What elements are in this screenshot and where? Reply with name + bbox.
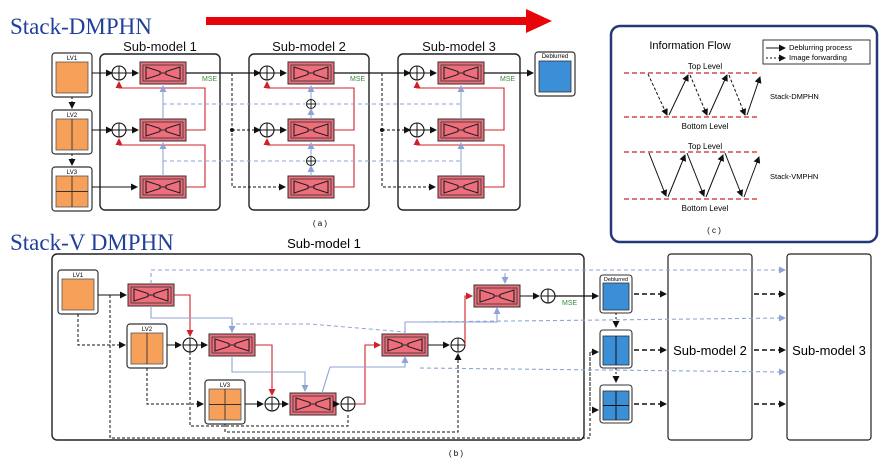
submodel-3-title: Sub-model 3 xyxy=(422,39,496,54)
legend-forwarding: Image forwarding xyxy=(789,53,847,62)
sum-node-icon xyxy=(340,396,356,412)
submodel-2-title: Sub-model 2 xyxy=(272,39,346,54)
caption-b: ( b ) xyxy=(449,449,464,458)
submodel-1-title: Sub-model 1 xyxy=(123,39,197,54)
sum-node-icon xyxy=(306,99,316,109)
mse-label-b: MSE xyxy=(562,300,578,307)
panel-a: Sub-model 1 Sub-model 2 Sub-model 3 LV1 … xyxy=(51,39,576,228)
stack-dmphn-heading: Stack-DMPHN xyxy=(10,14,152,39)
top-level-label-2: Top Level xyxy=(688,142,722,151)
submodel-1-box xyxy=(99,53,221,211)
progression-arrow-icon xyxy=(206,9,552,33)
encoder-decoder-icon xyxy=(139,118,187,142)
bottom-level-label-2: Bottom Level xyxy=(682,204,729,213)
legend-deblurring: Deblurring process xyxy=(789,43,852,52)
caption-c: ( c ) xyxy=(707,226,721,235)
sum-node-icon xyxy=(259,65,275,81)
submodel-2-box xyxy=(248,53,370,211)
submodel-2-label-b: Sub-model 2 xyxy=(673,343,747,358)
input-lv1-label: LV1 xyxy=(67,56,78,62)
sum-node-icon xyxy=(111,65,127,81)
stack-vmphn-label: Stack-VMPHN xyxy=(770,172,818,181)
mse-label: MSE xyxy=(202,76,218,83)
sum-node-icon xyxy=(182,337,198,353)
sum-node-icon xyxy=(540,288,556,304)
encoder-decoder-icon xyxy=(139,61,187,85)
deblurred-output-b2 xyxy=(599,329,633,369)
encoder-decoder-icon xyxy=(381,333,429,357)
submodel-3-label-b: Sub-model 3 xyxy=(792,343,866,358)
input-lv3-label: LV3 xyxy=(67,170,78,176)
sum-node-icon xyxy=(450,337,466,353)
sum-node-icon xyxy=(259,122,275,138)
panel-b: Sub-model 1 Sub-model 2 Sub-model 3 LV1 … xyxy=(51,236,872,458)
info-flow-title: Information Flow xyxy=(649,40,730,52)
encoder-decoder-icon xyxy=(289,392,337,416)
submodel-3-box xyxy=(397,53,521,211)
mse-label: MSE xyxy=(500,76,516,83)
encoder-decoder-icon xyxy=(287,61,335,85)
information-flow-box xyxy=(609,24,879,244)
encoder-decoder-icon xyxy=(287,175,335,199)
encoder-decoder-icon xyxy=(127,283,175,307)
encoder-decoder-icon xyxy=(437,61,485,85)
panel-c: Information Flow Deblurring process Imag… xyxy=(609,24,879,244)
caption-a: ( a ) xyxy=(313,219,328,228)
sum-node-icon xyxy=(306,156,316,166)
encoder-decoder-icon xyxy=(139,175,187,199)
sum-node-icon xyxy=(409,122,425,138)
input-lv2-label: LV2 xyxy=(67,113,78,119)
deblurred-output-b3 xyxy=(599,384,633,424)
encoder-decoder-icon xyxy=(437,118,485,142)
submodel-3-box-b xyxy=(786,253,872,441)
input-lv2-label-b: LV2 xyxy=(142,327,153,333)
encoder-decoder-icon xyxy=(287,118,335,142)
submodel-1-box-b xyxy=(51,253,585,441)
stack-dmphn-label: Stack-DMPHN xyxy=(770,92,819,101)
deblurred-label-a: Deblurred xyxy=(542,54,568,60)
input-lv1-label-b: LV1 xyxy=(73,273,84,279)
encoder-decoder-icon xyxy=(208,333,256,357)
encoder-decoder-icon xyxy=(437,175,485,199)
submodel-1-title-b: Sub-model 1 xyxy=(287,236,361,251)
sum-node-icon xyxy=(111,122,127,138)
sum-node-icon xyxy=(264,396,280,412)
submodel-2-box-b xyxy=(667,253,753,441)
encoder-decoder-icon xyxy=(473,284,521,308)
bottom-level-label-1: Bottom Level xyxy=(682,122,729,131)
mse-label: MSE xyxy=(350,76,366,83)
top-level-label-1: Top Level xyxy=(688,62,722,71)
stack-v-dmphn-heading: Stack-V DMPHN xyxy=(10,230,174,255)
deblurred-label-b: Deblurred xyxy=(604,277,628,283)
input-lv3-label-b: LV3 xyxy=(220,383,231,389)
sum-node-icon xyxy=(409,65,425,81)
